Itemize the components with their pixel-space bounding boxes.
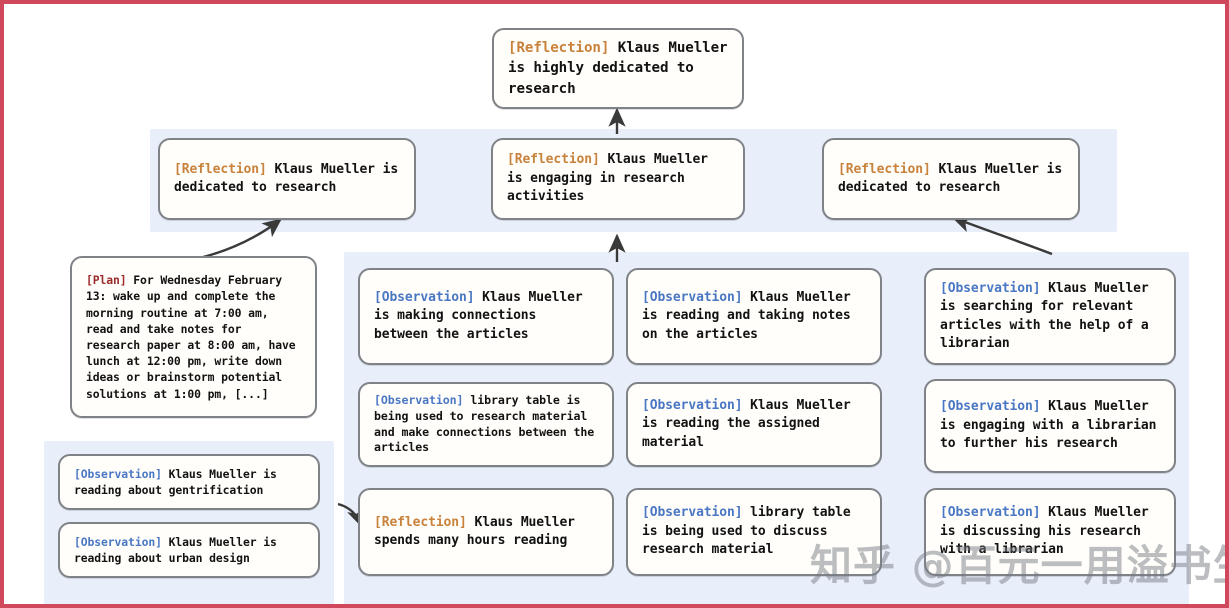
column-one-node-2[interactable]: [Observation] library table is being use… [358,382,614,467]
observation-tag: [Observation] [74,466,162,481]
reflection-tag: [Reflection] [174,161,267,177]
column-two-1-body: Klaus Mueller is reading and taking note… [642,289,851,342]
reflection-1-body: Klaus Mueller is dedicated to research [174,161,399,195]
plan-text: [Plan] For Wednesday February 13: wake u… [72,272,315,402]
reflection-tag: [Reflection] [508,40,610,57]
column-two-node-2[interactable]: [Observation] Klaus Mueller is reading t… [626,382,882,467]
column-one-3-text: [Reflection] Klaus Mueller spends many h… [360,514,612,551]
left-observation-2-text: [Observation] Klaus Mueller is reading a… [60,534,318,566]
reflection-3-text: [Reflection] Klaus Mueller is dedicated … [824,161,1078,198]
observation-tag: [Observation] [642,397,743,413]
left-observation-2-body: Klaus Mueller is reading about urban des… [74,534,277,565]
reflection-2-body: Klaus Mueller is engaging in research ac… [507,152,708,205]
reflection-node-2[interactable]: [Reflection] Klaus Mueller is engaging i… [491,138,745,220]
column-three-1-text: [Observation] Klaus Mueller is searching… [926,280,1174,354]
left-observation-node-2[interactable]: [Observation] Klaus Mueller is reading a… [58,522,320,578]
column-two-node-1[interactable]: [Observation] Klaus Mueller is reading a… [626,268,882,365]
column-three-3-text: [Observation] Klaus Mueller is discussin… [926,504,1174,559]
root-reflection-body: Klaus Mueller is highly dedicated to res… [508,40,728,97]
observation-tag: [Observation] [374,289,475,305]
reflection-tag: [Reflection] [374,514,467,530]
left-observation-1-body: Klaus Mueller is reading about gentrific… [74,466,277,497]
column-one-node-1[interactable]: [Observation] Klaus Mueller is making co… [358,268,614,365]
column-three-3-body: Klaus Mueller is discussing his research… [940,505,1149,558]
root-reflection-text: [Reflection] Klaus Mueller is highly ded… [494,38,742,98]
column-two-2-body: Klaus Mueller is reading the assigned ma… [642,397,851,450]
plan-tag: [Plan] [86,273,127,288]
observation-tag: [Observation] [642,505,743,521]
observation-tag: [Observation] [642,289,743,305]
column-three-1-body: Klaus Mueller is searching for relevant … [940,280,1149,351]
column-two-3-body: library table is being used to discuss r… [642,505,851,558]
column-one-1-body: Klaus Mueller is making connections betw… [374,289,583,342]
left-observation-1-text: [Observation] Klaus Mueller is reading a… [60,466,318,498]
left-observation-node-1[interactable]: [Observation] Klaus Mueller is reading a… [58,454,320,510]
column-two-3-text: [Observation] library table is being use… [628,504,880,559]
column-three-2-text: [Observation] Klaus Mueller is engaging … [926,398,1174,453]
reflection-node-1[interactable]: [Reflection] Klaus Mueller is dedicated … [158,138,416,220]
column-two-node-3[interactable]: [Observation] library table is being use… [626,488,882,576]
plan-body: For Wednesday February 13: wake up and c… [86,273,296,401]
column-one-1-text: [Observation] Klaus Mueller is making co… [360,289,612,344]
reflection-node-3[interactable]: [Reflection] Klaus Mueller is dedicated … [822,138,1080,220]
reflection-1-text: [Reflection] Klaus Mueller is dedicated … [160,161,414,198]
observation-tag: [Observation] [940,280,1041,296]
column-one-3-body: Klaus Mueller spends many hours reading [374,514,575,548]
reflection-tag: [Reflection] [838,161,931,177]
observation-tag: [Observation] [374,392,464,407]
observation-tag: [Observation] [74,534,162,549]
column-one-node-3[interactable]: [Reflection] Klaus Mueller spends many h… [358,488,614,576]
observation-tag: [Observation] [940,399,1041,415]
reflection-2-text: [Reflection] Klaus Mueller is engaging i… [493,151,743,206]
reflection-3-body: Klaus Mueller is dedicated to research [838,161,1063,195]
root-reflection-node[interactable]: [Reflection] Klaus Mueller is highly ded… [492,28,744,109]
column-three-node-3[interactable]: [Observation] Klaus Mueller is discussin… [924,488,1176,576]
column-two-1-text: [Observation] Klaus Mueller is reading a… [628,289,880,344]
column-three-node-2[interactable]: [Observation] Klaus Mueller is engaging … [924,379,1176,473]
column-one-2-text: [Observation] library table is being use… [360,393,612,457]
column-two-2-text: [Observation] Klaus Mueller is reading t… [628,397,880,452]
column-three-node-1[interactable]: [Observation] Klaus Mueller is searching… [924,268,1176,365]
plan-node[interactable]: [Plan] For Wednesday February 13: wake u… [70,256,317,418]
column-three-2-body: Klaus Mueller is engaging with a librari… [940,399,1157,452]
observation-tag: [Observation] [940,505,1041,521]
column-one-2-body: library table is being used to research … [374,392,595,455]
reflection-tag: [Reflection] [507,152,600,168]
